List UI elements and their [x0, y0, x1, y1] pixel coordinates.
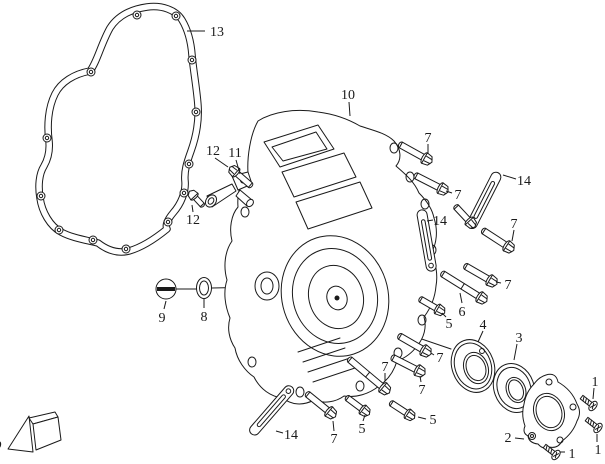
cover-ribs — [297, 337, 356, 383]
callout-label-7: 7 — [331, 432, 338, 447]
callout-label-14: 14 — [284, 428, 298, 443]
callout-label-5: 5 — [430, 413, 437, 428]
callout-leader-14 — [502, 174, 517, 180]
callout-leader-4 — [477, 330, 484, 343]
callout-label-1: 1 — [592, 375, 599, 390]
gasket-bolt-holes — [36, 10, 201, 254]
cover-left-boss — [254, 271, 280, 301]
callout-label-7: 7 — [511, 217, 518, 232]
cover-stator-boss — [280, 235, 390, 357]
callout-leader-6 — [459, 292, 463, 304]
callout-label-8: 8 — [201, 310, 208, 325]
callout-label-4: 4 — [480, 318, 487, 333]
part-1-screw — [577, 392, 600, 413]
callout-label-6: 6 — [459, 305, 466, 320]
callout-label-5: 5 — [359, 422, 366, 437]
callout-label-7: 7 — [455, 188, 462, 203]
callout-label-2: 2 — [505, 431, 512, 446]
callout-label-12: 12 — [186, 213, 200, 228]
part-1-screw — [582, 414, 605, 435]
callout-label-3: 3 — [516, 331, 523, 346]
callout-leader-7 — [419, 375, 422, 383]
callout-label-13: 13 — [210, 25, 224, 40]
callout-leader-12 — [191, 204, 194, 213]
callout-leader-14 — [275, 430, 284, 434]
part-10-cover — [224, 109, 438, 405]
callout-leader-5 — [441, 312, 447, 318]
callout-label-9: 9 — [159, 311, 166, 326]
callout-label-14: 14 — [433, 214, 447, 229]
callout-leader-2 — [514, 437, 525, 440]
callout-leader-7 — [332, 420, 335, 432]
callout-leader-7 — [430, 352, 435, 356]
callout-leader-1 — [592, 387, 595, 400]
part-12-bolt — [185, 187, 208, 211]
callout-label-1: 1 — [595, 443, 602, 458]
callout-leader-3 — [513, 343, 518, 361]
part-8-o-ring — [196, 277, 212, 299]
callout-leader-9 — [163, 300, 167, 310]
callout-label-7: 7 — [437, 351, 444, 366]
callout-leader-5 — [417, 416, 427, 420]
callout-label-14: 14 — [517, 174, 531, 189]
callout-label-7: 7 — [382, 360, 389, 375]
cover-outline — [224, 109, 438, 405]
callout-label-7: 7 — [419, 383, 426, 398]
callout-leader-14 — [426, 219, 434, 222]
part-5-bolt — [386, 397, 418, 424]
fwd-arrowhead — [7, 415, 34, 453]
callout-label-7: 7 — [505, 278, 512, 293]
callout-leader-11 — [235, 159, 241, 175]
fwd-badge: FWD — [0, 411, 62, 458]
callout-label-5: 5 — [446, 317, 453, 332]
part-5-bolt — [342, 392, 374, 420]
callout-leader-5 — [362, 414, 366, 422]
part-9-plug — [155, 278, 177, 300]
callout-leader-7 — [445, 190, 453, 194]
callout-leader-12 — [214, 157, 229, 168]
callout-label-11: 11 — [228, 146, 241, 161]
callout-label-1: 1 — [569, 447, 576, 462]
callout-leader-7 — [495, 281, 502, 284]
part-4-bearing — [450, 339, 496, 393]
fwd-box-face — [32, 416, 62, 451]
callout-label-7: 7 — [425, 131, 432, 146]
callout-label-10: 10 — [341, 88, 355, 103]
callout-leader-10 — [348, 101, 351, 117]
callout-leader-7 — [511, 229, 515, 242]
cover-top-pockets — [263, 124, 373, 230]
part-13-gasket — [35, 2, 202, 256]
callout-label-12: 12 — [206, 144, 220, 159]
fwd-label: FWD — [0, 436, 3, 458]
